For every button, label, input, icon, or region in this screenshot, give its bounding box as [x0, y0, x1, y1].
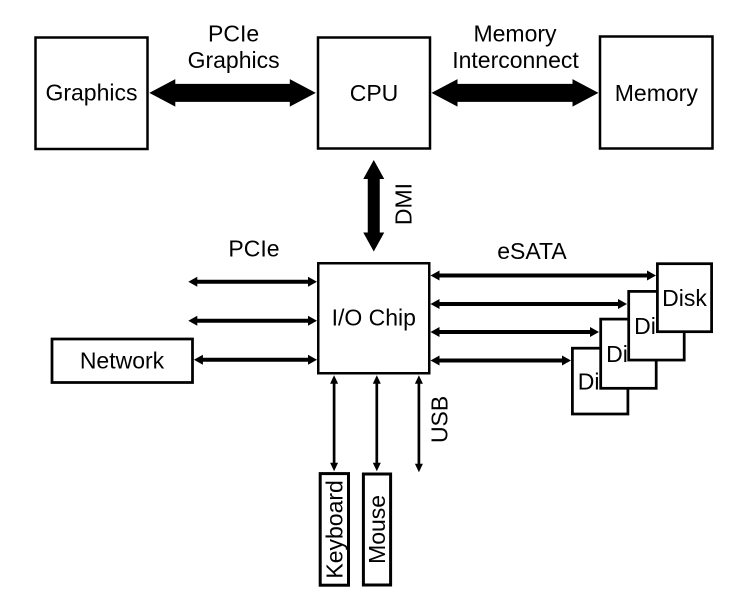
svg-text:Disk: Disk — [662, 285, 707, 311]
svg-text:Interconnect: Interconnect — [452, 47, 579, 73]
svg-text:CPU: CPU — [350, 80, 399, 106]
svg-text:Keyboard: Keyboard — [321, 480, 347, 578]
svg-text:PCIe: PCIe — [228, 236, 279, 262]
svg-text:Network: Network — [80, 348, 165, 374]
svg-text:Memory: Memory — [473, 21, 557, 47]
svg-text:Disk: Disk — [606, 341, 651, 367]
svg-text:Graphics: Graphics — [45, 80, 137, 106]
svg-text:Disk: Disk — [634, 313, 679, 339]
svg-text:I/O Chip: I/O Chip — [332, 305, 416, 331]
svg-text:eSATA: eSATA — [497, 238, 567, 264]
svg-text:Memory: Memory — [615, 80, 699, 106]
svg-text:Graphics: Graphics — [188, 47, 280, 73]
svg-text:PCIe: PCIe — [208, 21, 259, 47]
svg-text:USB: USB — [427, 396, 453, 443]
svg-text:Mouse: Mouse — [364, 495, 390, 564]
svg-text:DMI: DMI — [391, 183, 417, 225]
svg-text:Disk: Disk — [578, 368, 623, 394]
